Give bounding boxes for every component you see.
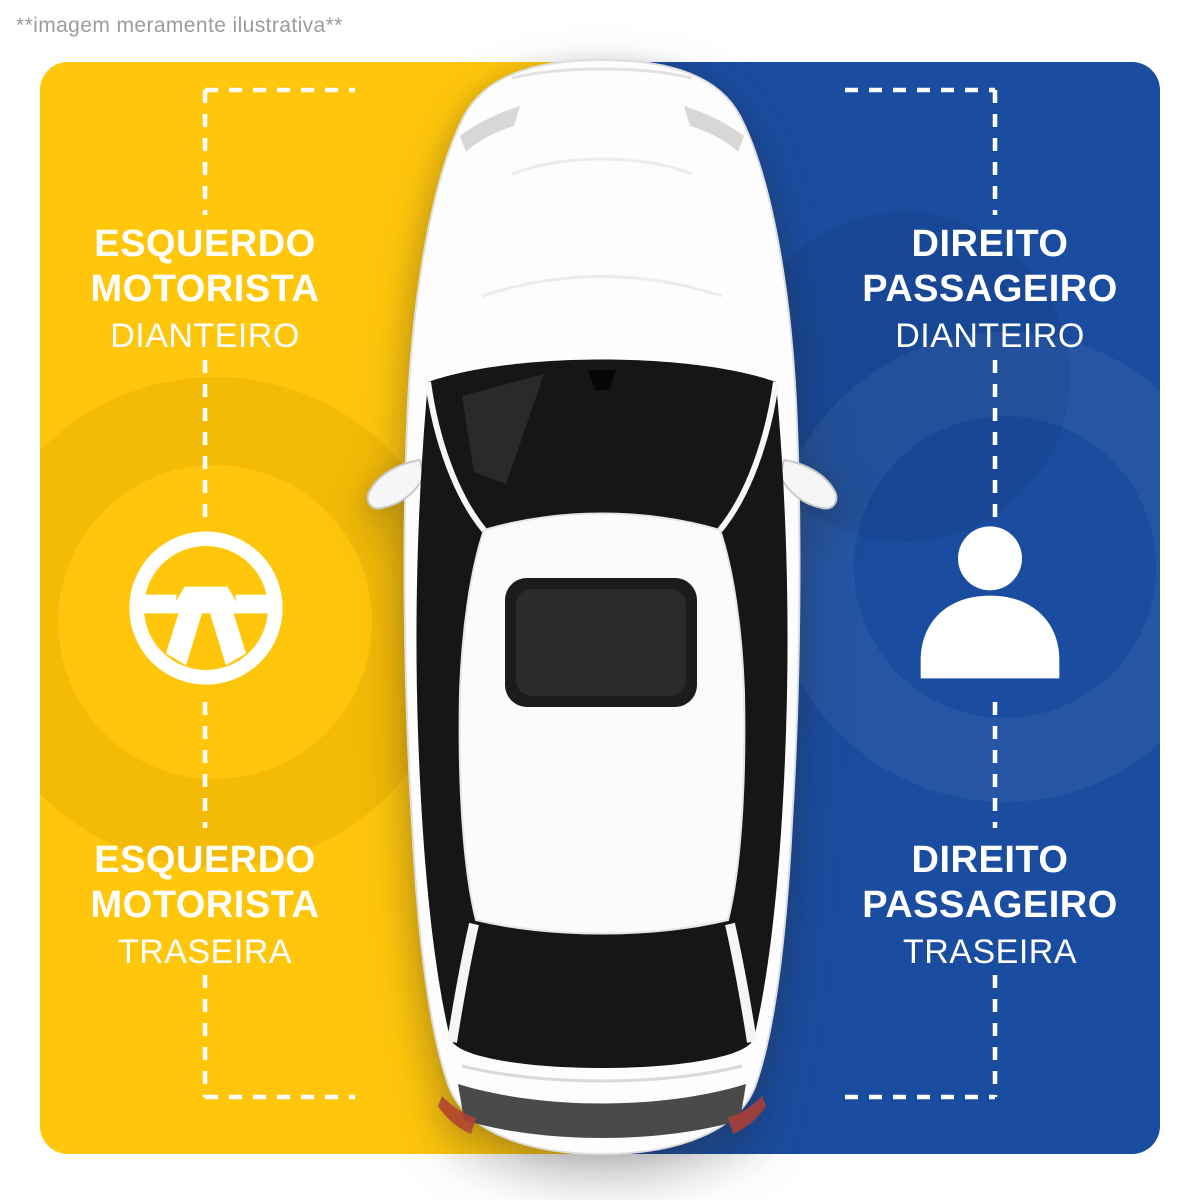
person-icon	[910, 520, 1070, 682]
label-line: DIANTEIRO	[895, 316, 1085, 355]
label-line: DIANTEIRO	[110, 316, 300, 355]
label-line: DIREITO	[911, 223, 1069, 265]
steering-wheel-icon	[126, 528, 286, 688]
label-line: ESQUERDO	[94, 839, 316, 881]
label-line: TRASEIRA	[117, 932, 293, 971]
label-line: MOTORISTA	[90, 883, 320, 926]
label-line: PASSAGEIRO	[862, 267, 1118, 310]
label-line: PASSAGEIRO	[862, 883, 1118, 926]
disclaimer-text: **imagem meramente ilustrativa**	[16, 14, 343, 37]
label-line: ESQUERDO	[94, 223, 316, 265]
passenger-front-label: DIREITO PASSAGEIRO DIANTEIRO	[780, 222, 1200, 358]
driver-rear-label: ESQUERDO MOTORISTA TRASEIRA	[0, 838, 415, 974]
label-line: DIREITO	[911, 839, 1069, 881]
car-top-view-image	[362, 52, 842, 1167]
driver-front-label: ESQUERDO MOTORISTA DIANTEIRO	[0, 222, 415, 358]
label-line: TRASEIRA	[902, 932, 1078, 971]
label-line: MOTORISTA	[90, 267, 320, 310]
passenger-rear-label: DIREITO PASSAGEIRO TRASEIRA	[780, 838, 1200, 974]
